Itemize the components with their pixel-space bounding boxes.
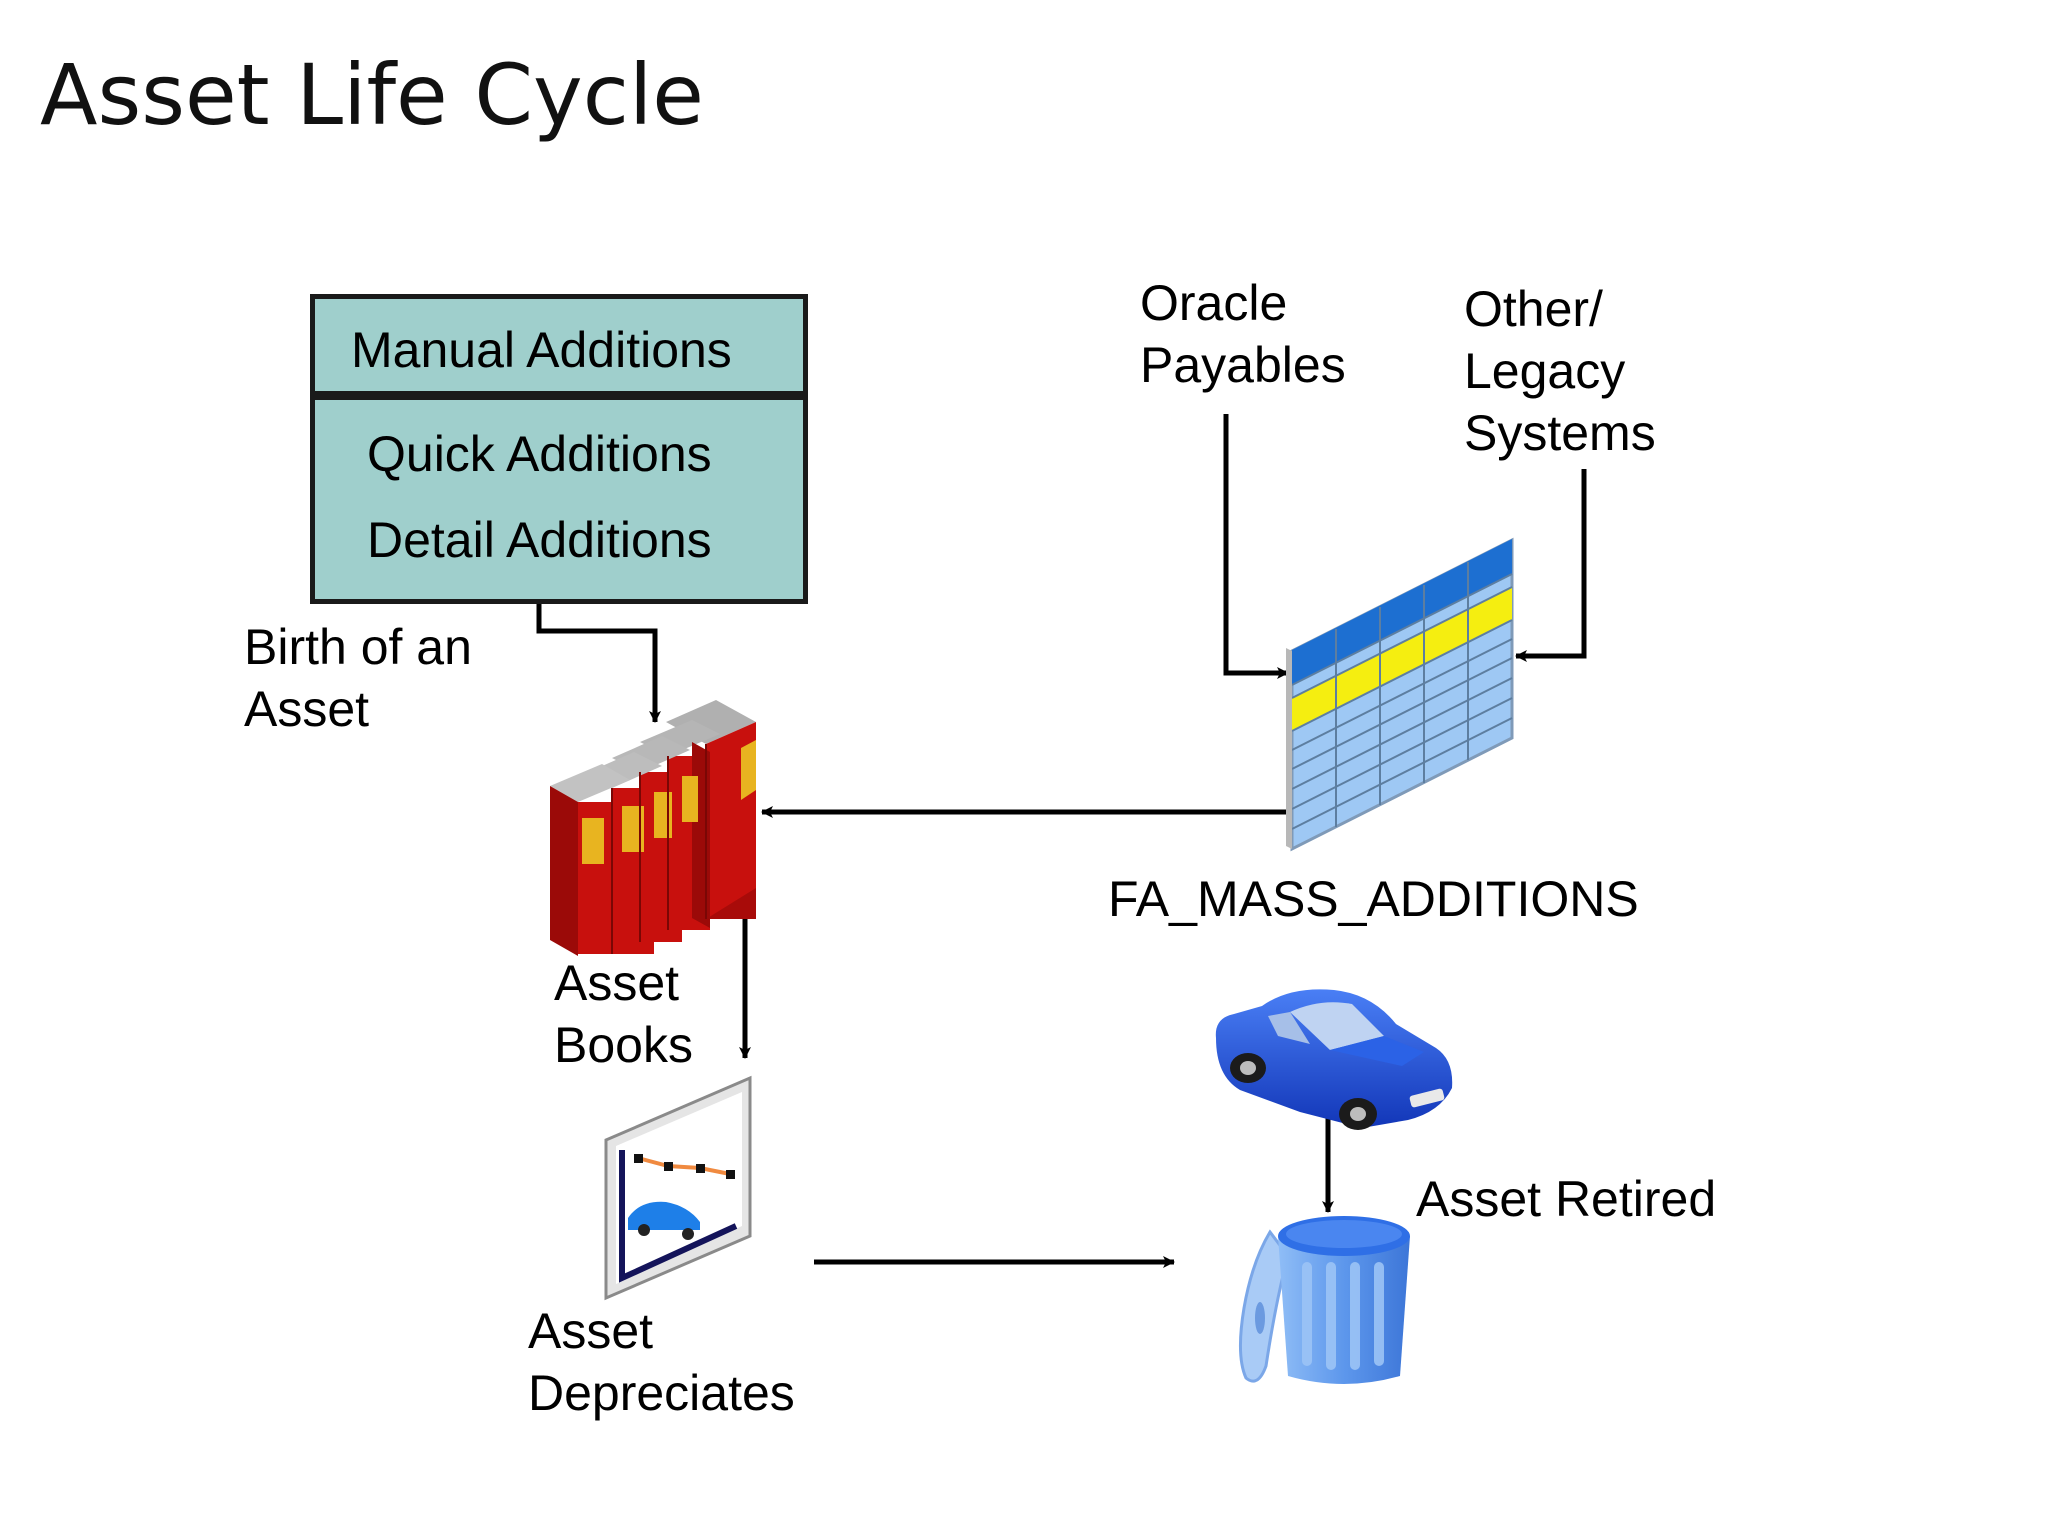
table-icon [1286,537,1514,852]
legacy-systems-label-line2: Legacy [1464,343,1626,399]
asset-depreciates-label-line2: Depreciates [528,1365,795,1421]
car-icon [1215,989,1453,1130]
quick-additions-label: Quick Additions [367,426,712,482]
manual-additions-label: Manual Additions [351,322,732,378]
books-icon [550,700,756,956]
box-divider [315,391,803,400]
asset-retired-label: Asset Retired [1416,1171,1717,1227]
page-title: Asset Life Cycle [40,46,704,144]
oracle-payables-label-line1: Oracle [1140,275,1288,331]
arrow-payables-to-table [1223,414,1289,679]
birth-of-asset-label-line1: Birth of an [244,619,472,675]
trash-can-icon [1238,1216,1410,1384]
legacy-systems-label-line1: Other/ [1464,281,1603,337]
birth-of-asset-label-line2: Asset [244,681,370,737]
oracle-payables-label-line2: Payables [1140,337,1346,393]
asset-books-label-line2: Books [554,1017,693,1073]
arrow-additions-to-books [536,604,661,723]
arrow-legacy-to-table [1515,469,1587,662]
manual-additions-box: Manual Additions Quick Additions Detail … [310,294,808,604]
connector-arrows [536,414,1587,1268]
fa-mass-additions-label: FA_MASS_ADDITIONS [1108,871,1639,927]
depreciation-chart-icon [604,1075,752,1301]
legacy-systems-label-line3: Systems [1464,405,1656,461]
detail-additions-label: Detail Additions [367,512,712,568]
asset-depreciates-label-line1: Asset [528,1303,654,1359]
asset-books-label-line1: Asset [554,955,680,1011]
